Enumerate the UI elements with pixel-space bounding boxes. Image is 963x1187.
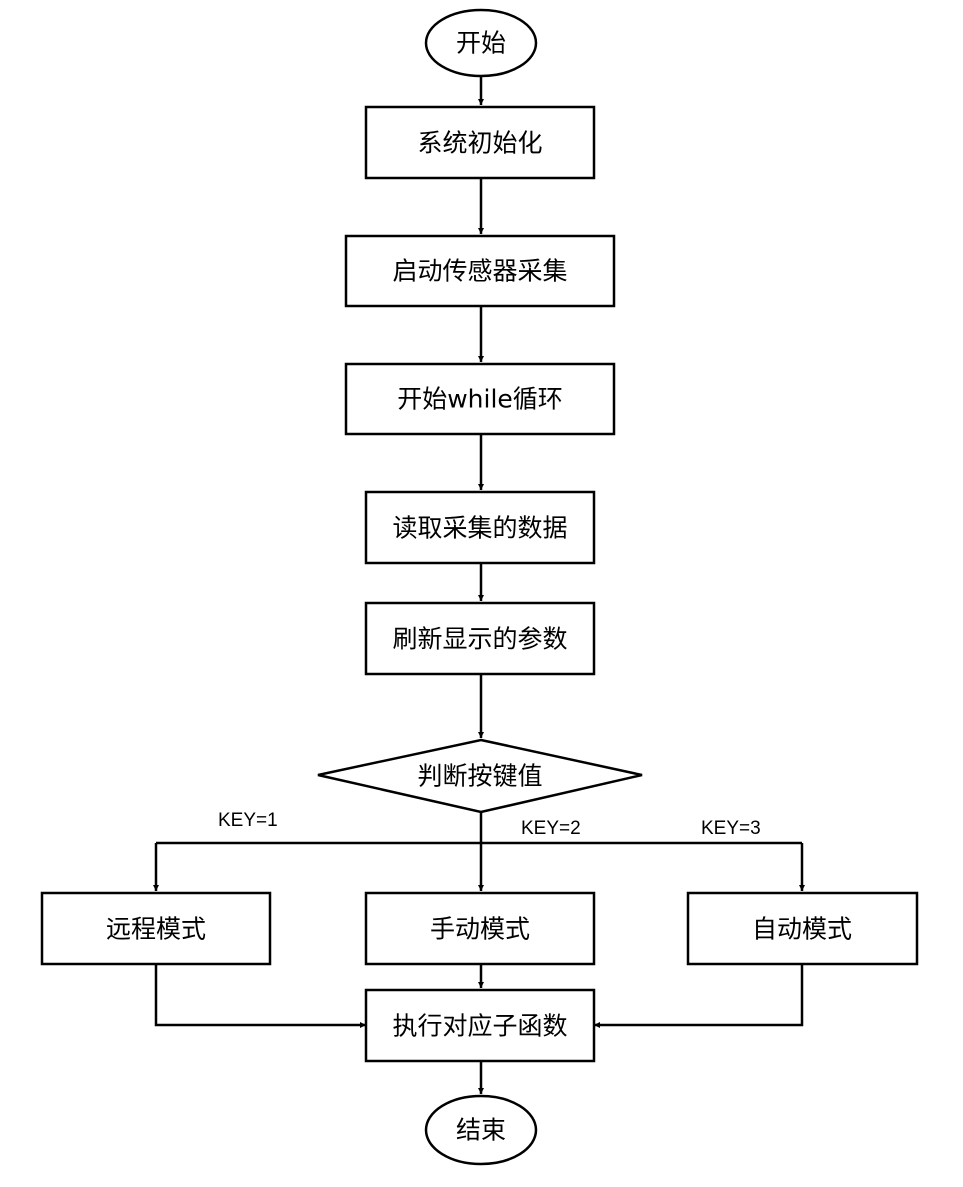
node-init: 系统初始化 <box>364 105 596 180</box>
node-manual-shape <box>364 891 596 966</box>
node-init-shape <box>364 105 596 180</box>
node-sensor-label: 启动传感器采集 <box>392 257 567 286</box>
node-refresh-label: 刷新显示的参数 <box>392 625 567 654</box>
node-end-label: 结束 <box>456 1116 506 1145</box>
node-manual-label: 手动模式 <box>430 915 530 944</box>
node-refresh-shape <box>364 601 596 676</box>
node-start-label: 开始 <box>456 29 506 58</box>
node-init-label: 系统初始化 <box>417 129 542 158</box>
node-loop: 开始while循环 <box>344 362 616 436</box>
node-decision-label: 判断按键值 <box>417 762 542 791</box>
node-execute: 执行对应子函数 <box>364 988 596 1063</box>
node-read: 读取采集的数据 <box>364 490 596 565</box>
node-read-label: 读取采集的数据 <box>392 514 567 543</box>
node-execute-shape <box>364 988 596 1063</box>
node-sensor-shape <box>344 234 616 308</box>
node-auto: 自动模式 <box>686 891 919 966</box>
node-sensor: 启动传感器采集 <box>344 234 616 308</box>
edge-auto-to-execute <box>594 964 804 1028</box>
edges <box>153 76 805 1094</box>
node-read-shape <box>364 490 596 565</box>
edge-label-key1: KEY=1 <box>218 810 278 831</box>
node-remote: 远程模式 <box>40 891 272 966</box>
node-loop-label: 开始while循环 <box>397 385 563 414</box>
edge-label-key2: KEY=2 <box>521 818 581 839</box>
node-decision-shape <box>317 738 643 814</box>
node-loop-shape <box>344 362 616 436</box>
node-end: 结束 <box>424 1094 538 1166</box>
node-end-shape <box>424 1094 538 1166</box>
node-execute-label: 执行对应子函数 <box>392 1012 567 1041</box>
node-remote-label: 远程模式 <box>106 915 206 944</box>
node-manual: 手动模式 <box>364 891 596 966</box>
node-start: 开始 <box>424 8 538 78</box>
edge-label-key3: KEY=3 <box>701 818 761 839</box>
node-start-shape <box>424 8 538 78</box>
node-auto-shape <box>686 891 919 966</box>
node-auto-label: 自动模式 <box>752 915 852 944</box>
edge-remote-to-execute <box>154 964 366 1028</box>
edge-labels: KEY=1 KEY=2 KEY=3 <box>218 810 761 839</box>
node-refresh: 刷新显示的参数 <box>364 601 596 676</box>
node-decision: 判断按键值 <box>317 738 643 814</box>
node-remote-shape <box>40 891 272 966</box>
